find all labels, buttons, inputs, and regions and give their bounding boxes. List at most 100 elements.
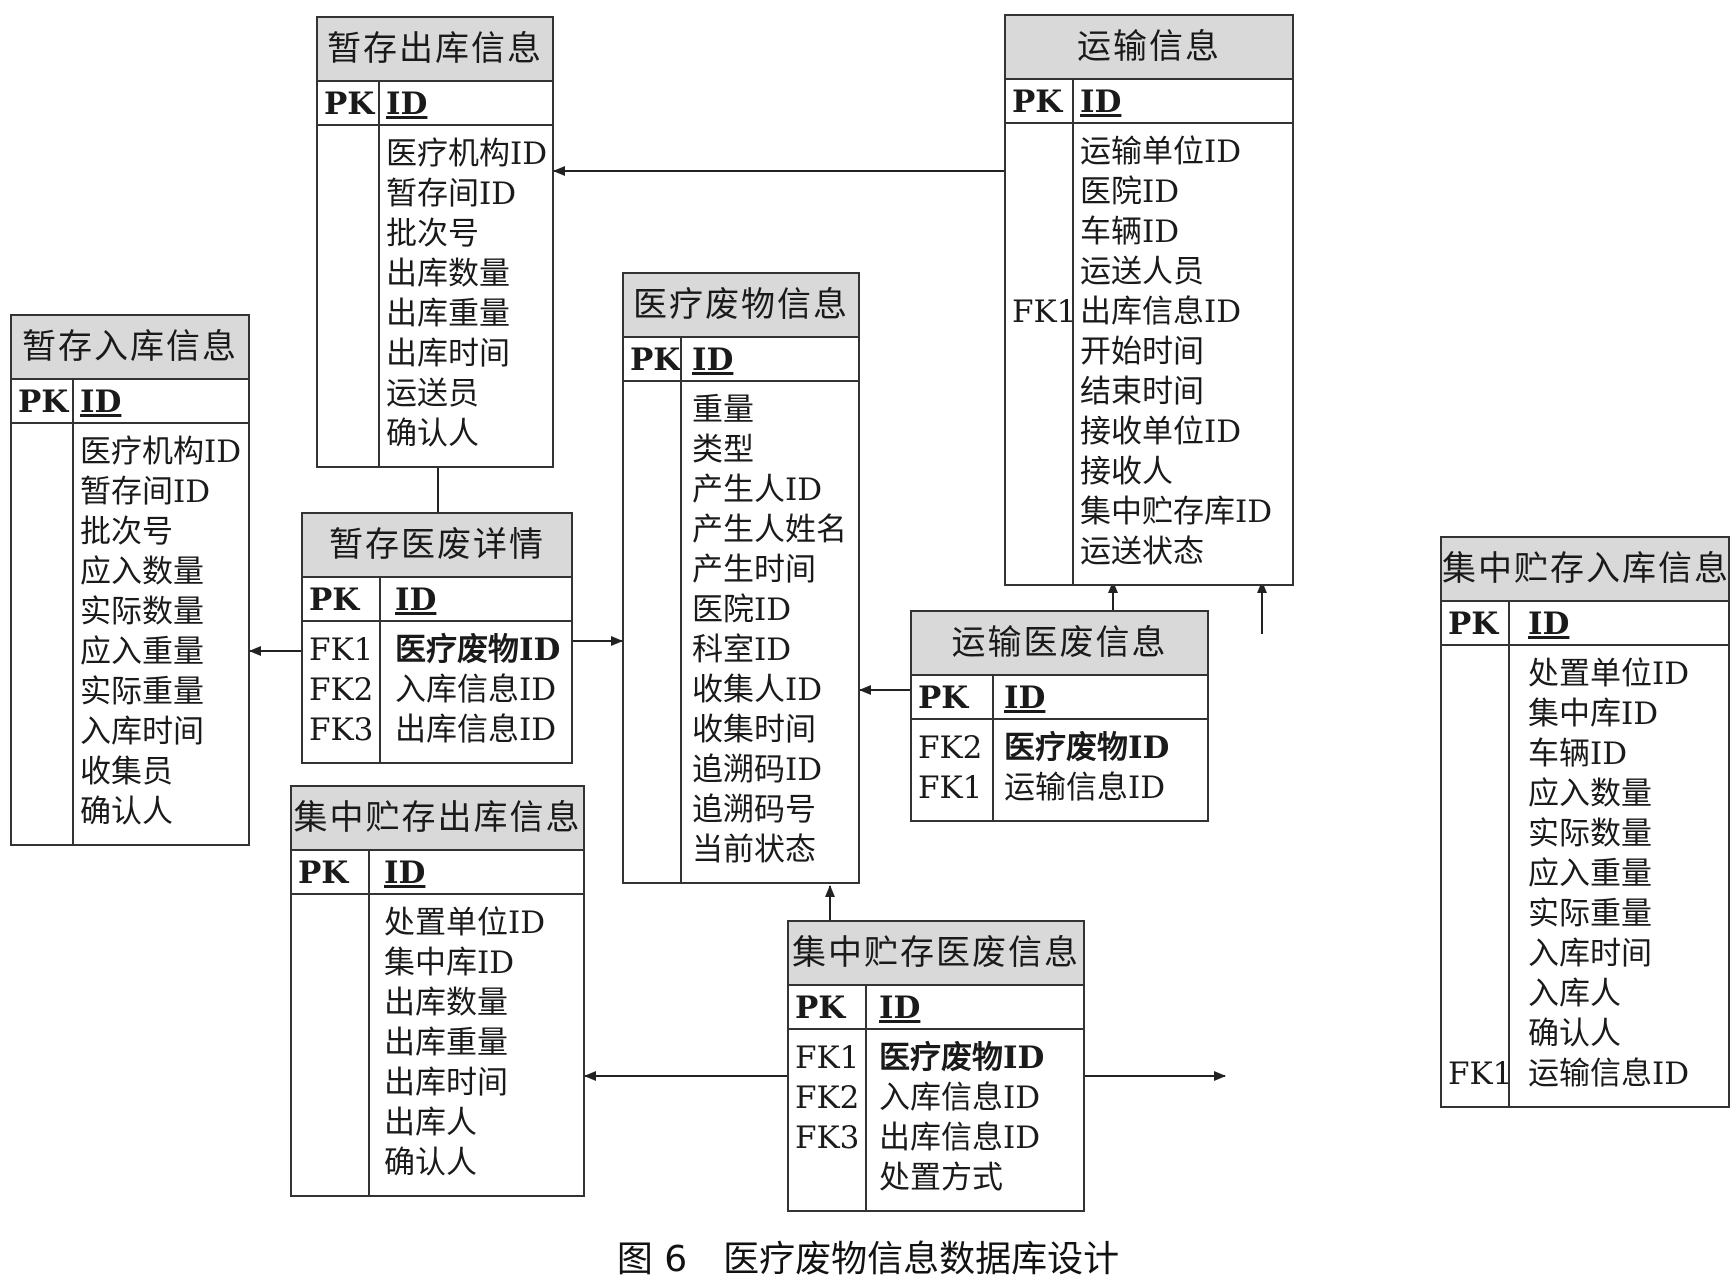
field-row: 科室ID — [624, 630, 858, 670]
field-name: 医疗废物ID — [1004, 730, 1170, 766]
pk-label: PK — [1448, 606, 1499, 642]
key-column-divider — [379, 578, 381, 620]
field-row: 确认人 — [292, 1143, 583, 1183]
field-row: 出库数量 — [318, 254, 552, 294]
fk-label: FK1 — [309, 632, 374, 668]
field-name: 追溯码号 — [692, 792, 816, 828]
field-name: 入库时间 — [80, 714, 204, 750]
field-name: 集中库ID — [384, 945, 515, 981]
fk-label: FK2 — [795, 1080, 860, 1116]
field-name: 运送状态 — [1080, 534, 1204, 570]
fk-label: FK1 — [795, 1040, 860, 1076]
fk-label: FK1 — [1448, 1056, 1513, 1092]
field-name: 处置单位ID — [384, 905, 546, 941]
field-name: 医院ID — [692, 592, 792, 628]
field-row: 实际数量 — [1442, 814, 1728, 854]
fk-label: FK2 — [918, 730, 983, 766]
entity-title: 暂存出库信息 — [318, 18, 552, 82]
pk-field: ID — [1080, 84, 1122, 120]
field-row: 收集员 — [12, 752, 248, 792]
field-row: 批次号 — [318, 214, 552, 254]
key-column-divider — [1072, 124, 1074, 584]
field-row: 医院ID — [624, 590, 858, 630]
field-name: 应入数量 — [1528, 776, 1652, 812]
key-column-divider — [1508, 602, 1510, 644]
field-row: FK1 运输信息ID — [1442, 1054, 1728, 1094]
key-column-divider — [1508, 646, 1510, 1106]
field-name: 处置单位ID — [1528, 656, 1690, 692]
fk-label: FK2 — [309, 672, 374, 708]
field-row: 确认人 — [318, 414, 552, 454]
pk-label: PK — [18, 384, 69, 420]
field-name: 车辆ID — [1080, 214, 1180, 250]
field-name: 确认人 — [80, 794, 173, 830]
field-name: 入库信息ID — [879, 1080, 1041, 1116]
field-name: 出库人 — [384, 1105, 477, 1141]
field-row: 集中库ID — [1442, 694, 1728, 734]
field-row: 产生时间 — [624, 550, 858, 590]
pk-field: ID — [384, 855, 426, 891]
field-row: 医疗机构ID — [318, 134, 552, 174]
field-row: 出库人 — [292, 1103, 583, 1143]
pk-label: PK — [298, 855, 349, 891]
field-row: 集中贮存库ID — [1006, 492, 1292, 532]
entity-title: 暂存医废详情 — [303, 514, 571, 578]
field-row: 出库数量 — [292, 983, 583, 1023]
field-row: 接收单位ID — [1006, 412, 1292, 452]
field-row: 批次号 — [12, 512, 248, 552]
field-row: 实际数量 — [12, 592, 248, 632]
pk-field: ID — [395, 582, 437, 618]
field-name: 医疗机构ID — [386, 136, 548, 172]
field-row: 应入重量 — [12, 632, 248, 672]
field-name: 收集时间 — [692, 712, 816, 748]
field-name: 运输信息ID — [1528, 1056, 1690, 1092]
field-name: 收集员 — [80, 754, 173, 790]
pk-label: PK — [309, 582, 360, 618]
key-column-divider — [378, 126, 380, 466]
field-row: 暂存间ID — [12, 472, 248, 512]
field-name: 医疗机构ID — [80, 434, 242, 470]
field-row: 结束时间 — [1006, 372, 1292, 412]
field-row: 医院ID — [1006, 172, 1292, 212]
field-name: 批次号 — [80, 514, 173, 550]
field-row: 运送员 — [318, 374, 552, 414]
field-name: 应入重量 — [1528, 856, 1652, 892]
field-name: 实际数量 — [1528, 816, 1652, 852]
field-row: 医疗机构ID — [12, 432, 248, 472]
field-name: 出库信息ID — [395, 712, 557, 748]
field-row: 运输单位ID — [1006, 132, 1292, 172]
key-column-divider — [378, 82, 380, 124]
field-name: 追溯码ID — [692, 752, 823, 788]
field-row: 运送人员 — [1006, 252, 1292, 292]
field-name: 出库信息ID — [1080, 294, 1242, 330]
field-name: 出库重量 — [386, 296, 510, 332]
key-column-divider — [680, 338, 682, 380]
key-column-divider — [865, 1030, 867, 1210]
field-row: 收集人ID — [624, 670, 858, 710]
primary-key-row: PK ID — [292, 851, 583, 895]
entity-title: 运输信息 — [1006, 16, 1292, 80]
field-row: 处置方式 — [789, 1158, 1083, 1198]
field-name: 实际数量 — [80, 594, 204, 630]
field-name: 实际重量 — [1528, 896, 1652, 932]
pk-field: ID — [879, 990, 921, 1026]
